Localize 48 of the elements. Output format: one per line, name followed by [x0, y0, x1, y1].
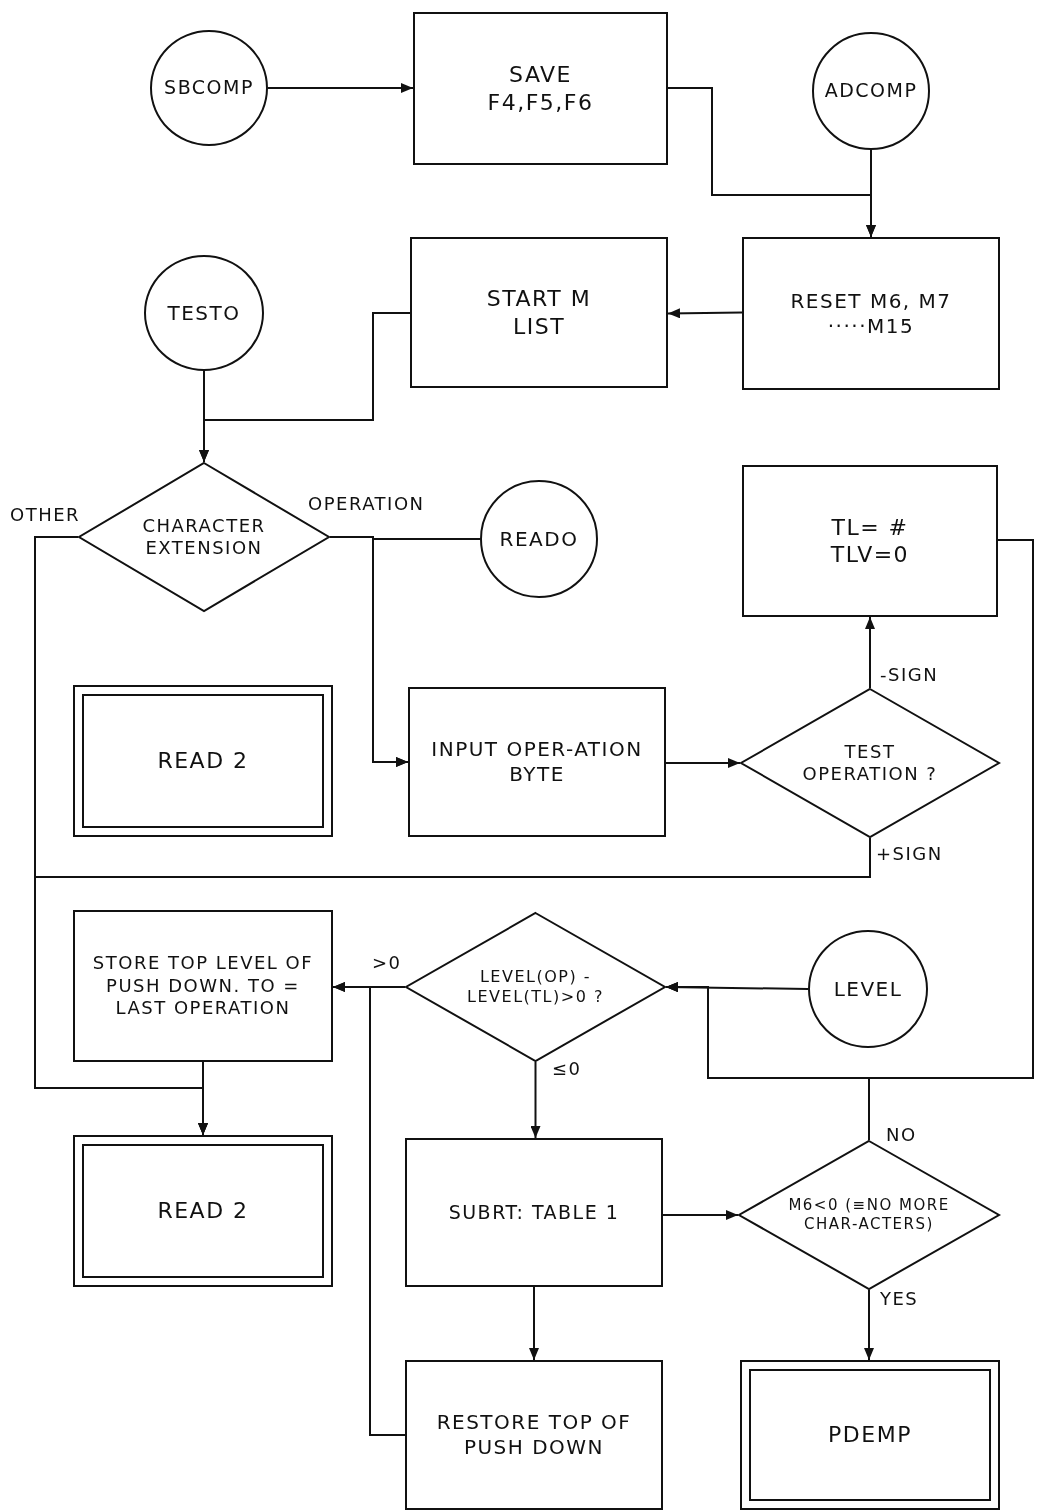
node-label: CHARACTER EXTENSION [141, 514, 267, 560]
flow-arrow [864, 1289, 874, 1361]
flow-arrow [865, 616, 875, 689]
node-label: READO [499, 526, 579, 552]
node-label: RESTORE TOP OF PUSH DOWN [435, 1410, 633, 1460]
subroutine-box [73, 1135, 333, 1287]
node-label: ADCOMP [824, 79, 918, 103]
node-label: STORE TOP LEVEL OF PUSH DOWN. TO = LAST OPERATION [91, 952, 315, 1020]
flow-arrow [198, 1061, 208, 1136]
process-box [405, 1360, 663, 1510]
node-label: INPUT OPER-ATION BYTE [430, 737, 644, 787]
flow-arrow [667, 308, 743, 319]
process-box [742, 465, 998, 617]
node-label: TL= # TLV=0 [829, 513, 911, 569]
process-box [410, 237, 668, 388]
node-label: TEST OPERATION ? [801, 740, 939, 786]
flow-arrow [662, 1210, 739, 1220]
node-label: RESET M6, M7 ·····M15 [789, 288, 953, 339]
process-box [408, 687, 666, 837]
flow-arrow [665, 982, 870, 1141]
flow-arrow [332, 982, 406, 1436]
node-label: LEVEL [833, 976, 903, 1002]
decision-diamond [738, 1140, 1000, 1290]
flow-arrow [665, 758, 741, 768]
process-box [413, 12, 668, 165]
node-label: READ 2 [157, 747, 249, 775]
subroutine-box [740, 1360, 1000, 1510]
node-label: START M LIST [485, 285, 593, 340]
node-label: READ 2 [157, 1197, 249, 1225]
decision-diamond [405, 912, 666, 1062]
node-label: LEVEL(OP) -LEVEL(TL)>0 ? [466, 967, 605, 1007]
node-label: TESTO [167, 300, 241, 326]
flow-arrow [529, 1286, 539, 1361]
node-label: PDEMP [828, 1421, 912, 1449]
node-label: SBCOMP [164, 76, 254, 100]
node-label: SUBRT: TABLE 1 [448, 1200, 620, 1225]
flow-arrow [267, 83, 414, 93]
flow-arrow [530, 1061, 541, 1139]
flow-arrow [372, 538, 481, 767]
node-label: M6<0 (≡NO MORE CHAR-ACTERS) [787, 1196, 951, 1234]
flow-arrow [866, 149, 876, 238]
subroutine-box [73, 685, 333, 837]
process-box [405, 1138, 663, 1287]
node-label: SAVE F4,F5,F6 [486, 61, 595, 116]
flow-arrow [199, 370, 209, 463]
process-box [742, 237, 1000, 390]
decision-diamond [740, 688, 1000, 838]
process-box [73, 910, 333, 1062]
